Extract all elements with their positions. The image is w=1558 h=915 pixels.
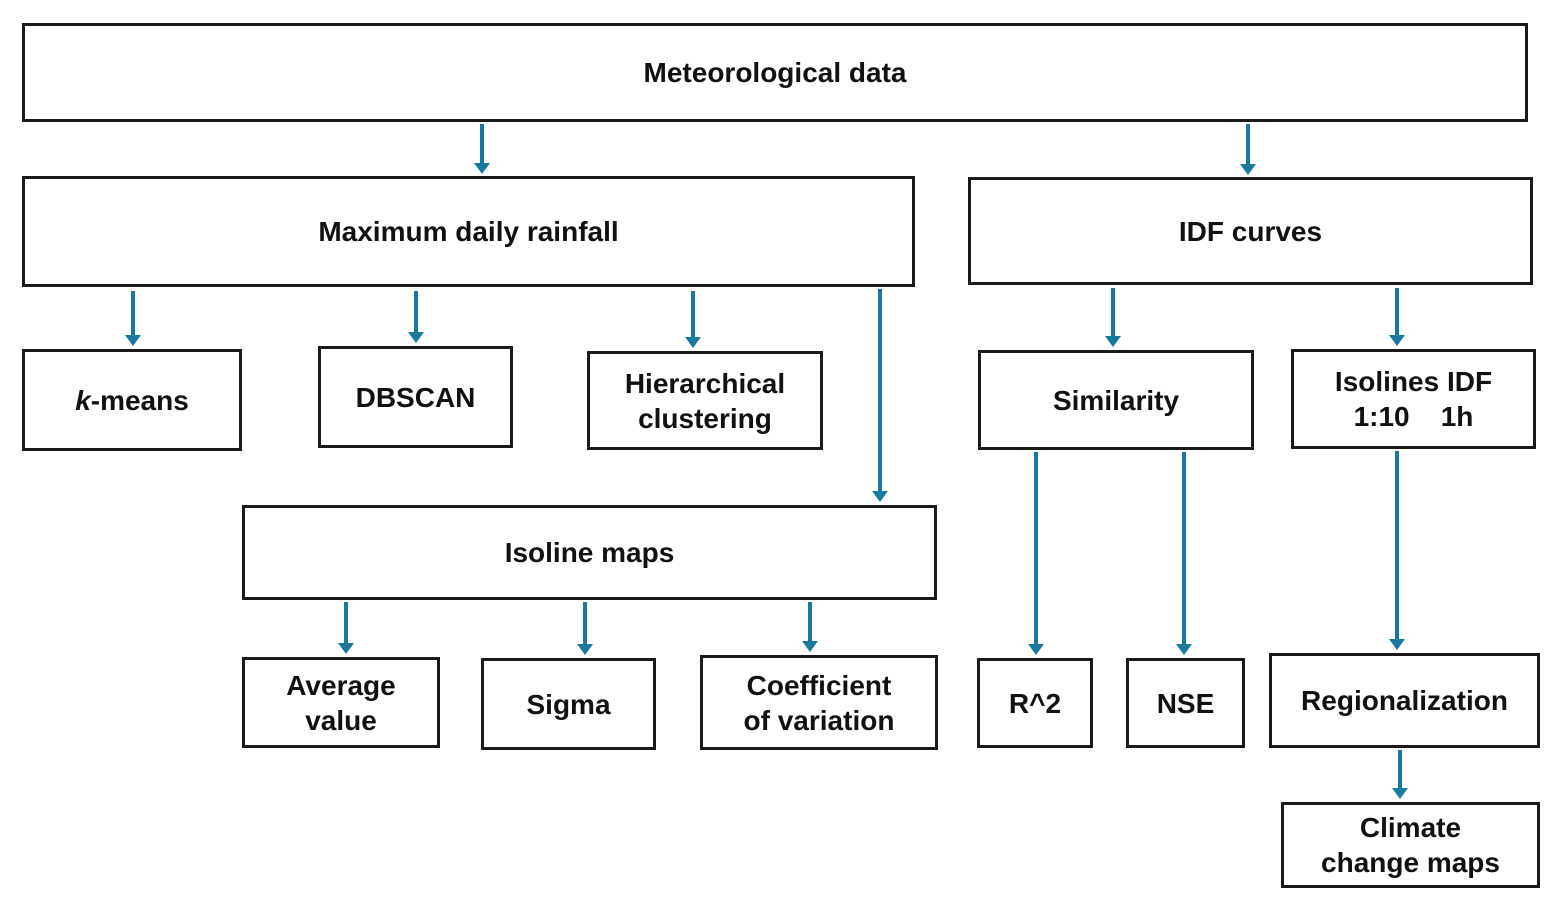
node-maximum-daily-rainfall-label: Maximum daily rainfall — [318, 216, 619, 247]
node-isolines-idf-label: Isolines IDF 1:10 1h — [1334, 366, 1493, 432]
node-regionalization-label: Regionalization — [1301, 685, 1508, 716]
node-nse-label: NSE — [1156, 687, 1215, 719]
arrow-similarity-to-r-squared — [1028, 452, 1044, 655]
arrow-isoline-maps-to-average-value — [338, 602, 354, 654]
node-similarity: Similarity — [978, 350, 1254, 450]
node-hierarchical-clustering-label: Hierarchical clustering — [624, 367, 786, 434]
arrow-meteorological-to-idf-curves — [1240, 124, 1256, 175]
arrow-max-daily-to-dbscan — [408, 291, 424, 343]
node-meteorological-data-label: Meteorological data — [643, 57, 907, 88]
node-average-value-label: Average value — [286, 669, 396, 736]
node-maximum-daily-rainfall: Maximum daily rainfall — [22, 176, 915, 287]
arrow-isolines-idf-to-regionalization — [1389, 451, 1405, 650]
arrow-idf-curves-to-similarity — [1105, 288, 1121, 347]
node-sigma: Sigma — [481, 658, 656, 750]
node-isolines-idf: Isolines IDF 1:10 1h — [1291, 349, 1536, 449]
node-similarity-label: Similarity — [1052, 384, 1180, 416]
node-isoline-maps-label: Isoline maps — [504, 537, 675, 568]
arrow-regionalization-to-climate-change — [1392, 750, 1408, 799]
arrow-max-daily-to-k-means — [125, 291, 141, 346]
node-nse: NSE — [1126, 658, 1245, 748]
arrow-meteorological-to-max-daily — [474, 124, 490, 174]
node-isoline-maps: Isoline maps — [242, 505, 937, 600]
node-meteorological-data: Meteorological data — [22, 23, 1528, 122]
arrow-similarity-to-nse — [1176, 452, 1192, 655]
arrow-max-daily-to-hierarchical — [685, 291, 701, 348]
node-dbscan: DBSCAN — [318, 346, 513, 448]
node-coefficient-of-variation: Coefficient of variation — [700, 655, 938, 750]
arrow-isoline-maps-to-coefficient — [802, 602, 818, 652]
node-regionalization: Regionalization — [1269, 653, 1540, 748]
node-r-squared: R^2 — [977, 658, 1093, 748]
node-r-squared-label: R^2 — [1008, 687, 1062, 719]
node-idf-curves: IDF curves — [968, 177, 1533, 285]
arrow-idf-curves-to-isolines-idf — [1389, 288, 1405, 346]
arrow-max-daily-to-isoline-maps — [872, 289, 888, 502]
node-average-value: Average value — [242, 657, 440, 748]
node-climate-change-maps: Climate change maps — [1281, 802, 1540, 888]
node-dbscan-label: DBSCAN — [355, 381, 476, 413]
node-hierarchical-clustering: Hierarchical clustering — [587, 351, 823, 450]
node-k-means-label: k-means — [75, 384, 189, 416]
node-coefficient-of-variation-label: Coefficient of variation — [743, 669, 895, 736]
node-k-means: k-means — [22, 349, 242, 451]
node-climate-change-maps-label: Climate change maps — [1321, 812, 1500, 878]
node-sigma-label: Sigma — [526, 688, 611, 720]
arrow-isoline-maps-to-sigma — [577, 602, 593, 655]
node-idf-curves-label: IDF curves — [1178, 215, 1323, 247]
